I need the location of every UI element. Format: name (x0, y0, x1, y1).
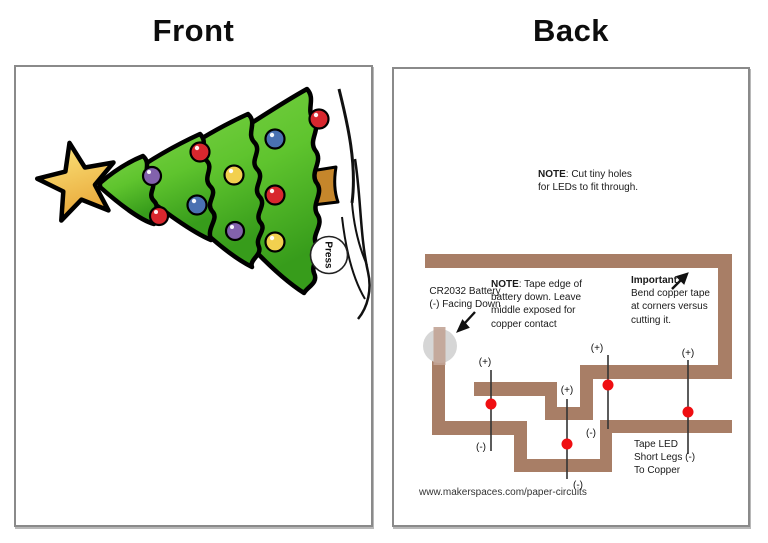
back-title: Back (532, 13, 610, 48)
led1-plus-label: (+) (478, 357, 492, 368)
front-title: Front (152, 13, 235, 48)
website-url: www.makerspaces.com/paper-circuits (419, 487, 587, 498)
led3-minus-label: (-) (586, 428, 596, 439)
tree-branches (97, 86, 322, 296)
corner-pointer-arrow (671, 272, 689, 290)
tree-star (34, 140, 116, 223)
led4-plus-label: (+) (681, 348, 695, 359)
back-circuit-panel: NOTE: Cut tiny holes for LEDs to fit thr… (392, 67, 750, 527)
battery-tape-strip (433, 327, 446, 365)
led2-minus-label: (-) (573, 480, 583, 491)
press-button[interactable]: Press (309, 235, 349, 275)
led2-plus-label: (+) (560, 385, 574, 396)
battery-pointer-arrow (456, 311, 476, 333)
led1-minus-label: (-) (476, 442, 486, 453)
ornament-highlights (147, 112, 319, 241)
copper-trace-positive (425, 254, 732, 420)
circuit-diagram (423, 254, 732, 479)
christmas-tree-artwork: Press (34, 86, 371, 320)
copper-trace-negative (432, 361, 732, 472)
press-button-label: Press (323, 241, 334, 269)
note-cut-holes: NOTE: Cut tiny holes for LEDs to fit thr… (538, 169, 639, 194)
battery-caption: CR2032 Battery (-) Facing Down (429, 286, 501, 311)
note-important: Important: Bend copper tape at corners v… (631, 275, 710, 326)
led3-plus-label: (+) (590, 343, 604, 354)
note-tape-led: Tape LED Short Legs (-) To Copper (634, 439, 696, 477)
note-tape-battery: NOTE: Tape edge of battery down. Leave m… (491, 279, 582, 330)
flourish-lines (337, 88, 371, 320)
led-dots (485, 379, 694, 450)
front-card-panel: Press (14, 65, 373, 527)
